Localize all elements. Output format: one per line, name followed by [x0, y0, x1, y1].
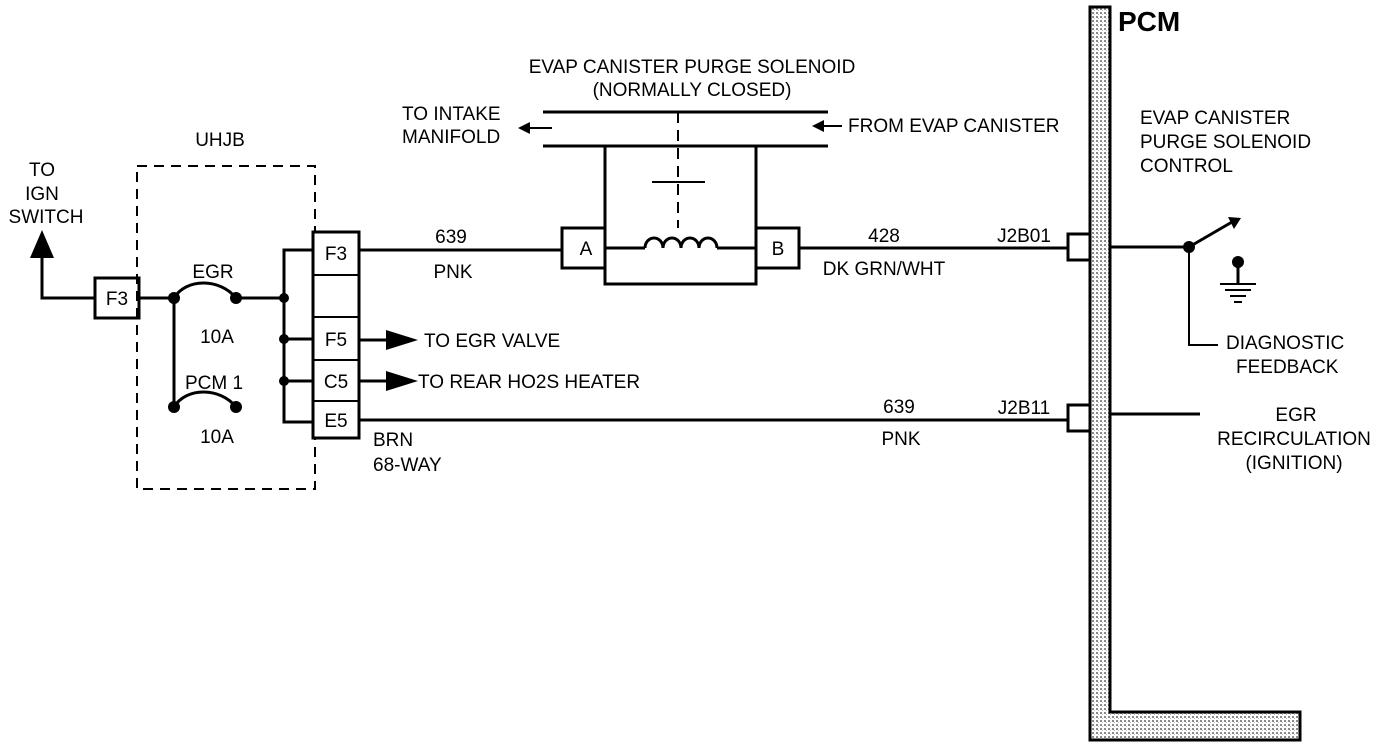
ign-wire: [40, 255, 95, 300]
fuse-pcm1-rating: 10A: [200, 427, 234, 448]
output-egr-valve-label: TO EGR VALVE: [424, 331, 560, 352]
pcm-pin-j2b11: J2B11: [998, 398, 1092, 433]
connector-color-label: BRN: [373, 430, 413, 451]
switch-icon: [1188, 220, 1233, 249]
evap-purge-solenoid: EVAP CANISTER PURGE SOLENOID (NORMALLY C…: [402, 57, 1060, 286]
terminal-a-label: A: [580, 239, 593, 260]
pcm-pin-j2b01: J2B01: [997, 226, 1092, 262]
to-intake-line1: TO INTAKE: [402, 104, 501, 125]
coil-icon: [643, 236, 719, 249]
fuse-pcm1-name: PCM 1: [185, 373, 243, 394]
pin-c5-label: C5: [324, 372, 348, 393]
ground-icon: [1220, 283, 1256, 303]
left-arrow-icon: [812, 120, 824, 132]
solenoid-title-line2: (NORMALLY CLOSED): [593, 80, 792, 101]
ign-label-line1: TO: [29, 160, 55, 181]
purge-control-line2: PURGE SOLENOID: [1140, 132, 1311, 153]
output-rear-ho2s: TO REAR HO2S HEATER: [359, 371, 640, 393]
uhjb-junction-block: UHJB EGR 10A PCM 1 10A F3 F5 C5 E5: [136, 130, 442, 490]
wire-428-color: DK GRN/WHT: [823, 259, 946, 280]
wire-428: 428 DK GRN/WHT: [799, 226, 1068, 280]
pcm-title: PCM: [1118, 6, 1180, 37]
ign-connector-f3: [93, 276, 141, 320]
uhjb-title: UHJB: [195, 130, 245, 151]
egr-recirc-line3: (IGNITION): [1245, 453, 1342, 474]
wire-639-bottom-color: PNK: [881, 429, 920, 450]
pcm-pin-j2b11-label: J2B11: [998, 398, 1050, 419]
up-arrow-icon: [30, 230, 54, 258]
left-arrow-icon: [518, 122, 530, 134]
solenoid-title-line1: EVAP CANISTER PURGE SOLENOID: [529, 57, 856, 78]
to-intake-line2: MANIFOLD: [402, 127, 500, 148]
ign-switch-group: TO IGN SWITCH F3: [9, 160, 174, 320]
right-arrow-icon: [386, 371, 418, 391]
terminal-a: [560, 226, 607, 270]
pcm-outline: [1088, 5, 1302, 742]
wire-639-bottom-circuit: 639: [883, 397, 915, 418]
fuse-egr-rating: 10A: [200, 327, 234, 348]
ign-label-line3: SWITCH: [9, 207, 84, 228]
purge-control-line1: EVAP CANISTER: [1140, 108, 1290, 129]
ign-label-line2: IGN: [25, 184, 59, 205]
connector-68way: [311, 230, 361, 440]
pin-f5-label: F5: [325, 330, 347, 351]
from-canister-label: FROM EVAP CANISTER: [848, 116, 1060, 137]
output-egr-valve: TO EGR VALVE: [359, 330, 560, 352]
diag-feedback-line1: DIAGNOSTIC: [1226, 333, 1344, 354]
solenoid-body: [603, 144, 758, 286]
wire-639-bottom: 639 PNK: [359, 397, 1068, 450]
egr-recirc-line2: RECIRCULATION: [1217, 429, 1371, 450]
right-arrow-icon: [386, 330, 418, 350]
ign-connector-label: F3: [106, 289, 128, 310]
terminal-b-label: B: [772, 239, 785, 260]
diag-feedback-line2: FEEDBACK: [1236, 357, 1339, 378]
wire-639-top: 639 PNK: [359, 227, 562, 283]
fuse-egr-name: EGR: [192, 262, 233, 283]
pcm-module: PCM: [1088, 5, 1302, 742]
pcm-pin-j2b01-label: J2B01: [997, 226, 1051, 247]
uhjb-dashed-outline: [136, 165, 316, 490]
connector-type-label: 68-WAY: [373, 455, 442, 476]
uhjb-right-bus: [282, 248, 313, 424]
pin-f3-label: F3: [325, 244, 347, 265]
wire-428-circuit: 428: [868, 226, 900, 247]
purge-control-line3: CONTROL: [1140, 156, 1233, 177]
fuse-egr-icon: [172, 281, 238, 299]
output-rear-ho2s-label: TO REAR HO2S HEATER: [418, 372, 640, 393]
egr-recirc-line1: EGR: [1275, 405, 1316, 426]
pcm-internal-circuits: EVAP CANISTER PURGE SOLENOID CONTROL DIA…: [1110, 108, 1371, 474]
wire-639-top-color: PNK: [433, 262, 472, 283]
pin-e5-label: E5: [324, 411, 347, 432]
diag-feedback-wire: [1188, 247, 1218, 346]
fuse-pcm1-icon: [172, 390, 238, 408]
wire-639-top-circuit: 639: [435, 227, 467, 248]
